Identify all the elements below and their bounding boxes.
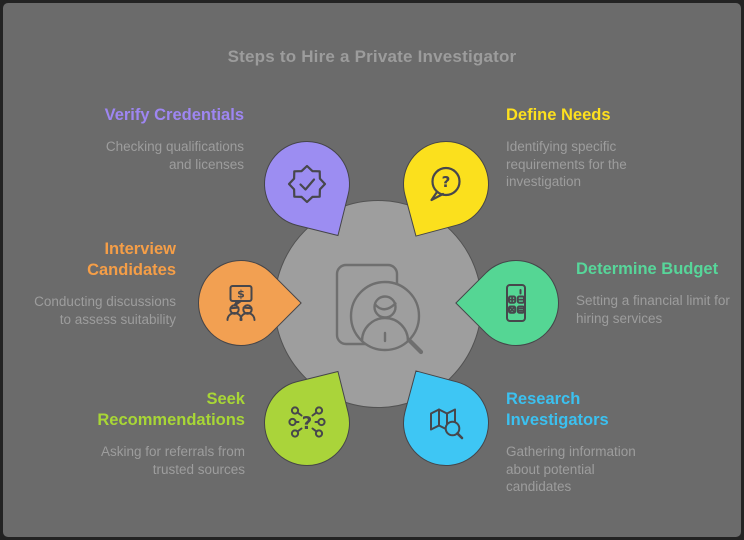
step-description: Asking for referrals from trusted source…: [100, 444, 245, 477]
step-determine-budget: Determine Budget Setting a financial lim…: [576, 259, 734, 327]
step-title: Research Investigators: [506, 390, 609, 429]
person-search-card-icon: [335, 263, 424, 355]
badge-check-icon: [287, 164, 327, 204]
pin-interview-candidates: $: [180, 242, 302, 364]
step-title: Determine Budget: [576, 260, 719, 278]
step-description: Identifying specific requirements for th…: [506, 139, 627, 189]
step-description: Gathering information about potential ca…: [506, 444, 636, 494]
step-interview-candidates: Interview Candidates Conducting discussi…: [26, 239, 176, 328]
step-title: Seek Recommendations: [97, 390, 245, 429]
pin-research-investigators: [393, 370, 499, 476]
svg-text:$: $: [237, 288, 245, 301]
svg-text:?: ?: [302, 413, 312, 434]
pin-seek-recommendations: ?: [254, 370, 360, 476]
step-description: Checking qualifications and licenses: [105, 139, 244, 172]
step-title: Define Needs: [506, 106, 611, 124]
step-description: Conducting discussions to assess suitabi…: [34, 294, 176, 327]
step-title: Interview Candidates: [87, 240, 176, 279]
chat-question-icon: ?: [430, 166, 461, 202]
map-search-icon: [430, 408, 464, 440]
step-define-needs: Define Needs Identifying specific requir…: [506, 105, 651, 191]
svg-text:?: ?: [442, 173, 451, 191]
calculator-icon: [506, 284, 527, 322]
pin-define-needs: ?: [393, 131, 499, 237]
pin-determine-budget: [455, 242, 577, 364]
page-title: Steps to Hire a Private Investigator: [227, 47, 517, 66]
network-question-icon: ?: [288, 406, 326, 438]
step-research-investigators: Research Investigators Gathering informa…: [506, 389, 651, 496]
center-circle: [274, 200, 482, 408]
step-seek-recommendations: Seek Recommendations Asking for referral…: [80, 389, 245, 478]
step-verify-credentials: Verify Credentials Checking qualificatio…: [84, 105, 244, 173]
money-talk-icon: $: [226, 285, 256, 321]
step-description: Setting a financial limit for hiring ser…: [576, 293, 730, 326]
pin-verify-credentials: [254, 131, 360, 237]
step-title: Verify Credentials: [104, 106, 244, 124]
